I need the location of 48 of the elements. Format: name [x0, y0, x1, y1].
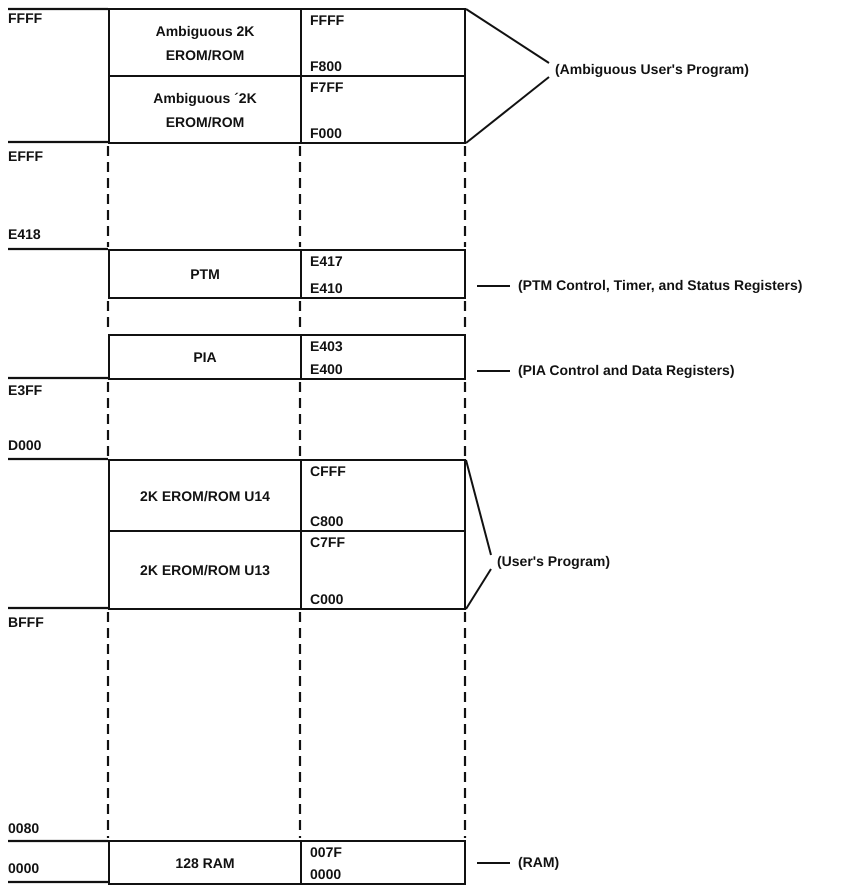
address-label: 007F [310, 844, 342, 860]
annotation-text: (Ambiguous User's Program) [555, 61, 749, 77]
address-label: E410 [310, 280, 343, 296]
annotation-text: (RAM) [518, 854, 560, 870]
memory-block [108, 530, 466, 610]
leader-line [477, 862, 510, 864]
address-label: E417 [310, 253, 343, 269]
leader-line [477, 370, 510, 372]
address-label: BFFF [8, 614, 44, 630]
memory-block [108, 840, 466, 885]
address-label: D000 [8, 437, 42, 453]
block-name: Ambiguous ´2K EROM/ROM [152, 88, 258, 132]
address-label: F7FF [310, 79, 344, 95]
leader-line [465, 568, 492, 610]
annotation-text: (User's Program) [497, 553, 610, 569]
annotation-text: (PTM Control, Timer, and Status Registers) [518, 277, 802, 293]
leader-line [465, 76, 550, 144]
address-label: C800 [310, 513, 344, 529]
address-label: EFFF [8, 148, 43, 164]
block-name: 128 RAM [174, 854, 236, 872]
address-label: C000 [310, 591, 344, 607]
block-name: PTM [189, 265, 221, 284]
address-label: F000 [310, 125, 342, 141]
block-name: PIA [192, 348, 218, 367]
memory-block [108, 334, 466, 380]
address-label: E3FF [8, 382, 42, 398]
leader-line [465, 8, 550, 64]
address-label: FFFF [310, 12, 344, 28]
annotation-text: (PIA Control and Data Registers) [518, 362, 735, 378]
memory-block [108, 8, 466, 77]
leader-line [465, 460, 492, 556]
block-name: 2K EROM/ROM U14 [140, 486, 270, 506]
memory-block [108, 75, 466, 144]
memory-block [108, 249, 466, 299]
address-label: C7FF [310, 534, 345, 550]
block-name: 2K EROM/ROM U13 [140, 561, 270, 580]
address-label: 0080 [8, 820, 40, 836]
address-label: FFFF [8, 10, 42, 26]
leader-line [477, 285, 510, 287]
address-label: E418 [8, 226, 41, 242]
address-label: 0000 [8, 860, 40, 876]
block-name: Ambiguous 2K EROM/ROM [154, 22, 256, 64]
address-label: 0000 [310, 866, 342, 882]
memory-block [108, 459, 466, 532]
address-label: F800 [310, 58, 342, 74]
address-label: E403 [310, 338, 343, 354]
address-label: CFFF [310, 463, 346, 479]
address-label: E400 [310, 361, 343, 377]
